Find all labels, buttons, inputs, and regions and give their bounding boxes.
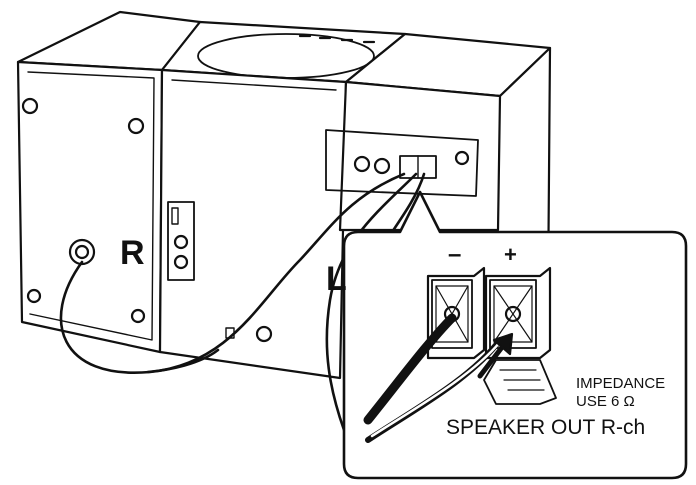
impedance-label-line2: USE 6 Ω xyxy=(576,393,635,410)
screw-icon xyxy=(130,308,146,324)
speaker-wire xyxy=(363,313,503,443)
screw-icon xyxy=(26,288,42,304)
screw-icon xyxy=(127,117,145,135)
screw-icon xyxy=(255,325,273,343)
terminal-callout xyxy=(342,190,688,480)
plus-label: + xyxy=(504,242,517,267)
right-speaker-label: R xyxy=(120,234,145,272)
speaker-out-panel xyxy=(325,129,479,197)
impedance-label-line1: IMPEDANCE xyxy=(576,375,665,392)
minus-label: – xyxy=(448,241,461,268)
aux-jack-panel xyxy=(167,201,195,281)
speaker-out-label: SPEAKER OUT R-ch xyxy=(446,416,645,439)
screw-icon xyxy=(21,97,39,115)
minus-terminal xyxy=(426,266,486,360)
insert-arrow-icon xyxy=(477,332,514,379)
left-speaker-label: L xyxy=(326,260,347,298)
main-unit xyxy=(158,20,407,380)
plus-terminal xyxy=(483,266,557,405)
